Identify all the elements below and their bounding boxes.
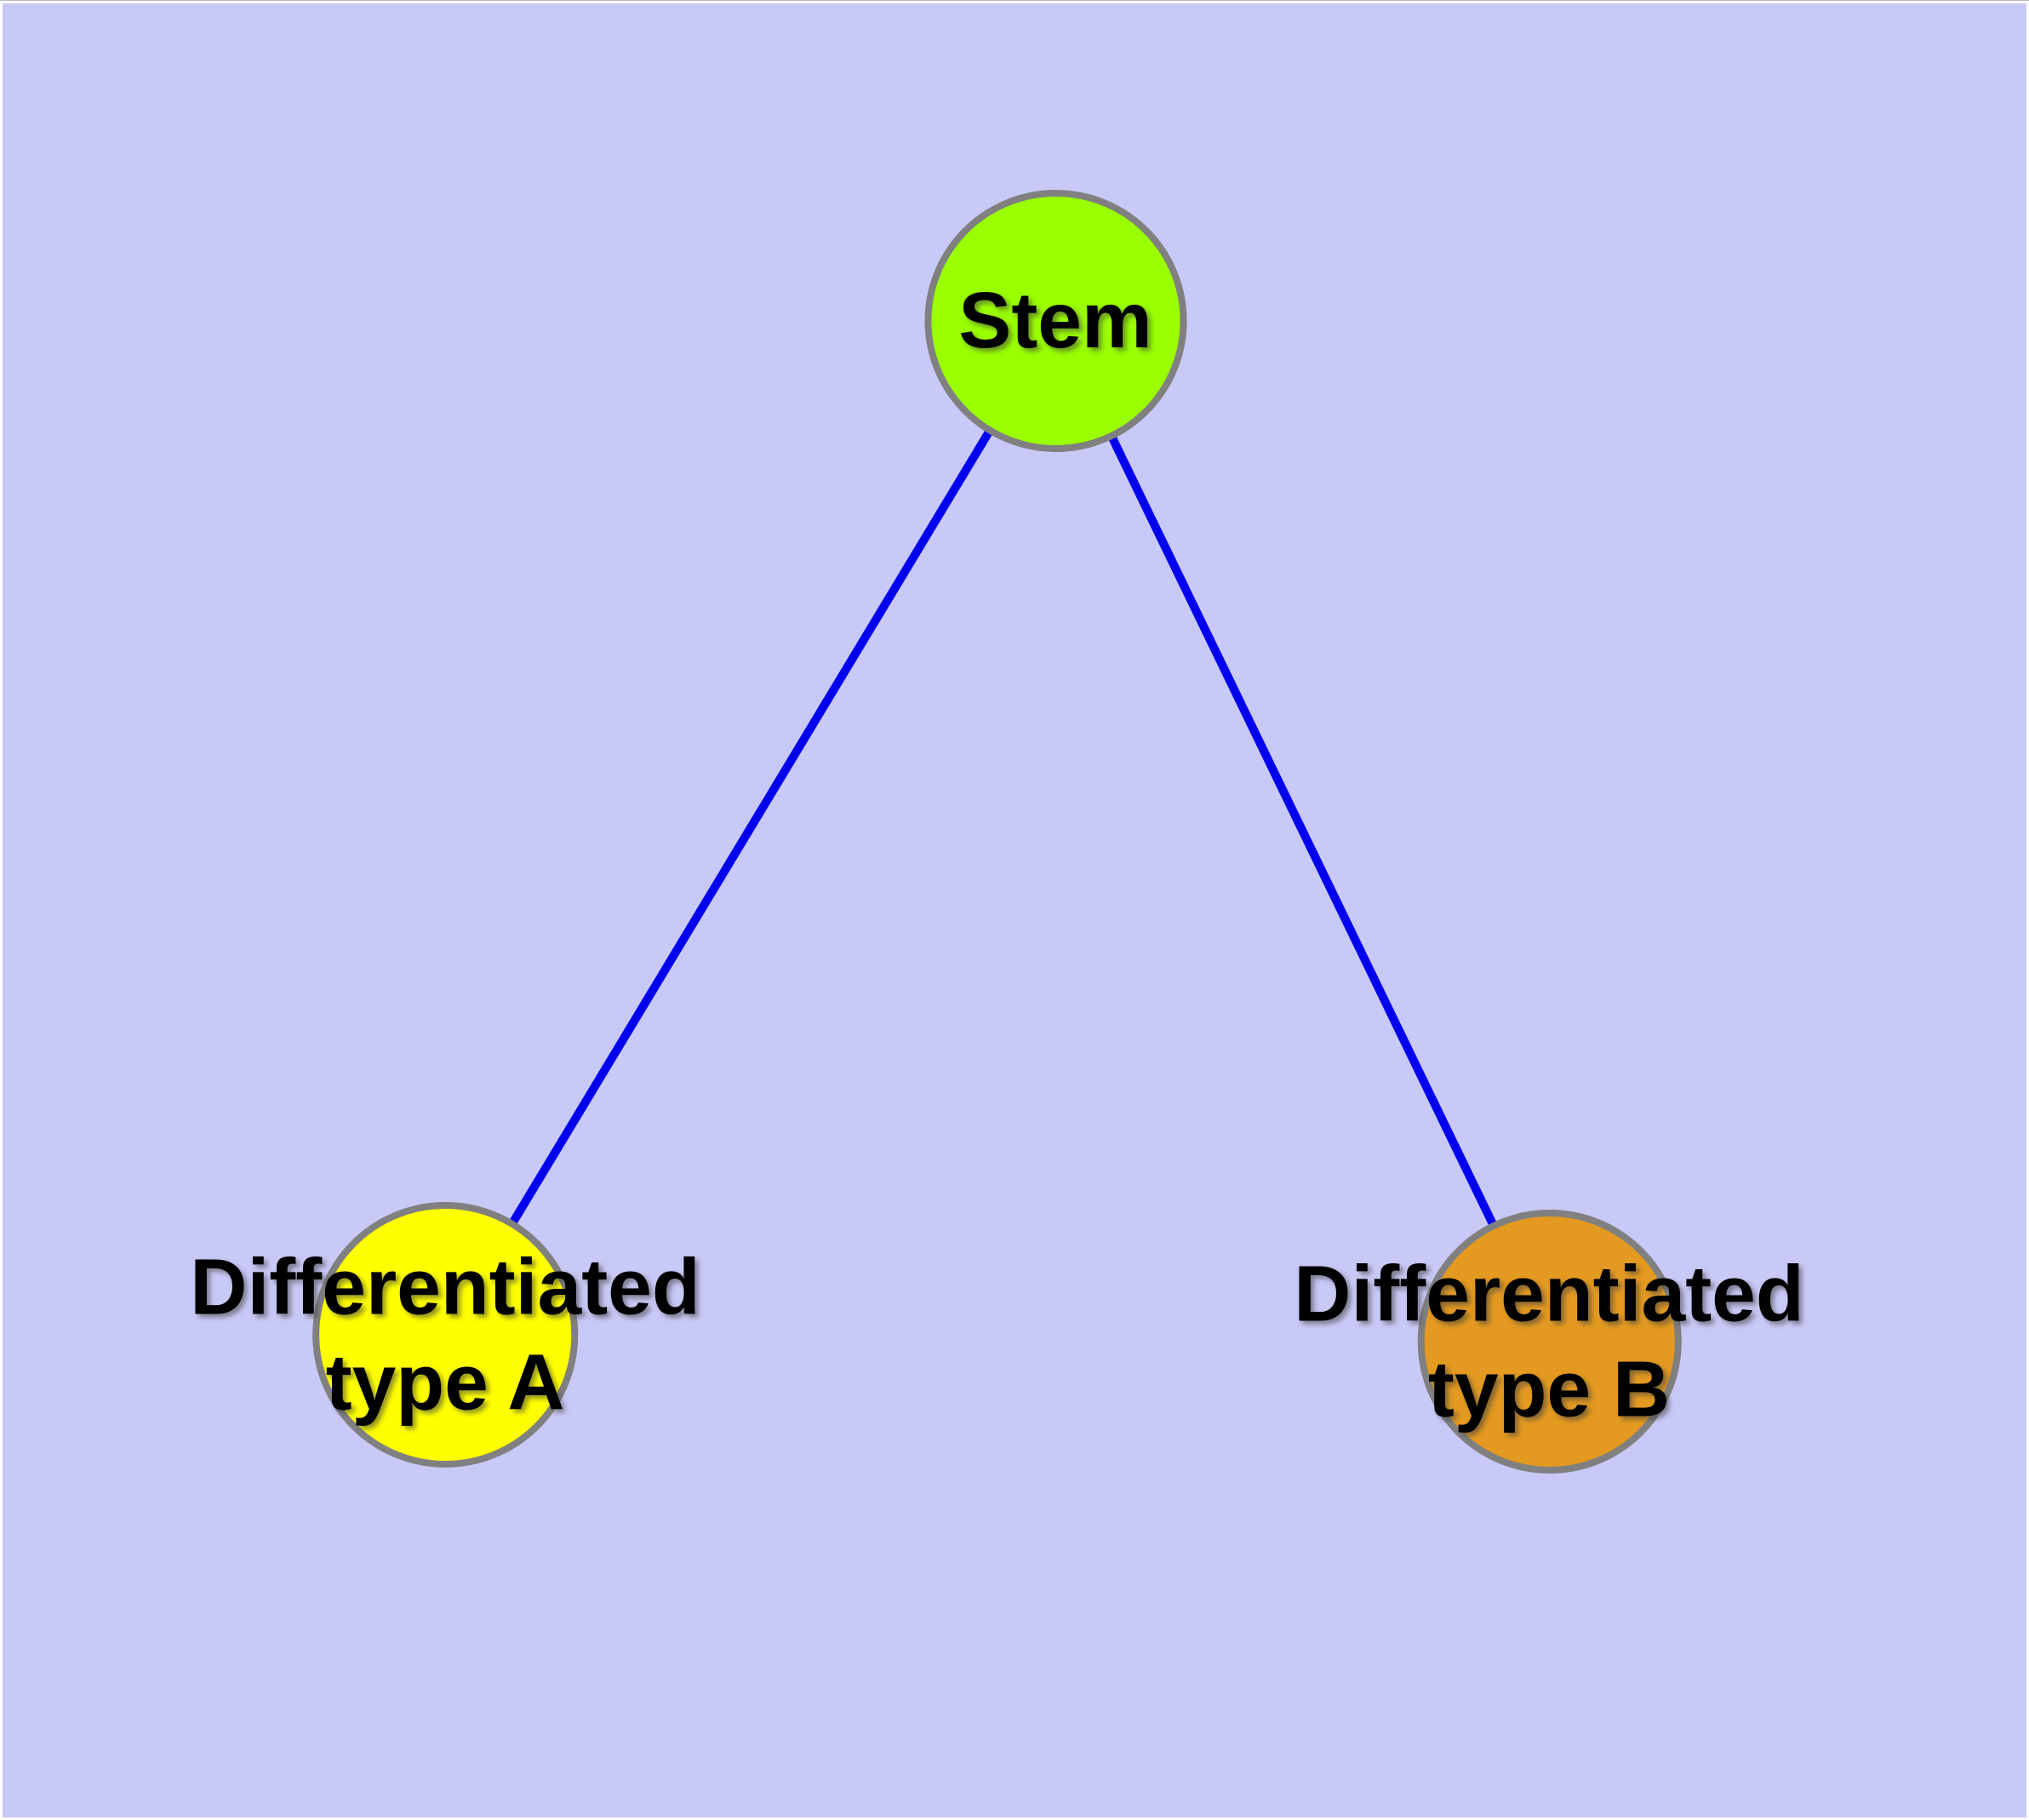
node-type-b-circle[interactable] [1417, 1210, 1682, 1474]
graph-canvas: Stem Differentiated type A Differentiate… [3, 3, 2026, 1817]
graph-svg [312, 190, 1682, 1474]
node-stem-circle[interactable] [924, 190, 1187, 452]
edge-stem-to-type-a [441, 318, 1060, 1337]
node-type-a-circle[interactable] [312, 1202, 579, 1468]
edge-stem-to-type-b [1052, 318, 1554, 1344]
